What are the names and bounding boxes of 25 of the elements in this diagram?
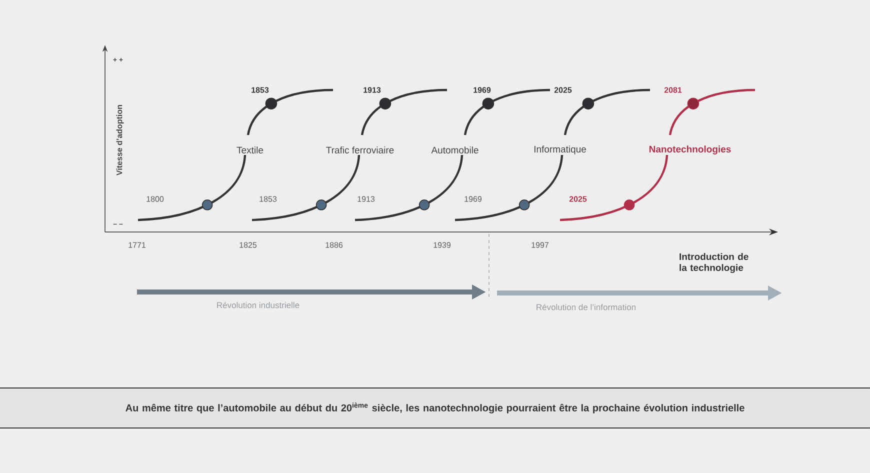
year-label: 1853 <box>252 87 269 93</box>
year-label: 1771 <box>128 242 146 248</box>
year-label: 2025 <box>554 87 572 93</box>
curve-label: Automobile <box>431 146 478 154</box>
note-box: Au même titre que l’automobile au début du 20$^{ième}$ siècle, les nanotechnologie pourraient être la prochaine évolution industrielle <box>0 388 870 428</box>
year-label: 1997 <box>532 242 548 248</box>
year-label: 1853 <box>260 196 277 202</box>
arrow-label: Révolution de l’information <box>536 304 636 310</box>
year-label: 1969 <box>464 196 482 202</box>
curve-label: Trafic ferroviaire <box>326 146 394 154</box>
year-label: 1825 <box>240 242 257 248</box>
axis-title: Introduction de la technologie <box>680 253 748 273</box>
year-label: 1886 <box>326 242 343 248</box>
curve-label: Textile <box>236 146 264 154</box>
curve-label: Nanotechnologies <box>649 146 731 154</box>
curve-label: Informatique <box>534 146 586 154</box>
year-label: 2025 <box>569 196 587 202</box>
arrow-label: Révolution industrielle <box>217 302 300 308</box>
year-label: 1913 <box>364 87 381 93</box>
year-label: 1800 <box>146 196 164 202</box>
year-label: 2081 <box>664 87 682 93</box>
year-label: 1939 <box>434 242 451 248</box>
year-label: 1969 <box>474 87 491 93</box>
axis-title: Vitesse d’adoption <box>116 105 124 176</box>
year-label: 1913 <box>358 196 375 202</box>
